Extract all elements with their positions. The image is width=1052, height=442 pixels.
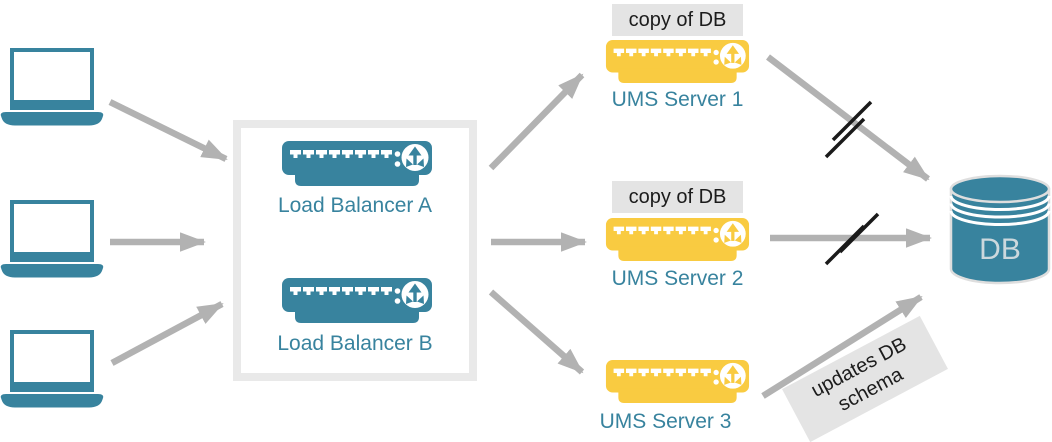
arrow-ums1-to-db: [766, 54, 930, 182]
laptop-icon: [0, 330, 104, 408]
arrow-client1-to-lb: [108, 99, 228, 162]
arrow-lb-to-ums3: [488, 289, 585, 375]
load-balancer-a-label: Load Balancer A: [277, 194, 433, 217]
broken-link-slashes-ums1: [824, 100, 873, 159]
arrow-ums3-to-db: [761, 294, 923, 399]
laptop-icon: [0, 200, 104, 278]
ums-server-2-icon: [605, 218, 750, 262]
load-balancer-b-icon: [281, 278, 433, 324]
arrow-lb-to-ums1: [488, 72, 585, 171]
copy-of-db-badge: copy of DB: [612, 4, 743, 36]
database-icon: DB: [948, 171, 1052, 287]
ums-server-3-icon: [605, 360, 750, 404]
arrow-client3-to-lb: [110, 301, 224, 366]
laptop-icon: [0, 48, 104, 126]
load-balancer-a-icon: [281, 141, 433, 187]
load-balancer-b-label: Load Balancer B: [277, 332, 433, 355]
ums-server-3-label: UMS Server 3: [599, 410, 732, 433]
ums-server-2-label: UMS Server 2: [611, 267, 744, 290]
ums-server-1-icon: [605, 40, 750, 84]
ums-server-1-label: UMS Server 1: [611, 88, 744, 111]
broken-link-slashes-ums2: [824, 212, 880, 266]
copy-of-db-badge: copy of DB: [612, 181, 743, 213]
database-label: DB: [979, 233, 1021, 266]
